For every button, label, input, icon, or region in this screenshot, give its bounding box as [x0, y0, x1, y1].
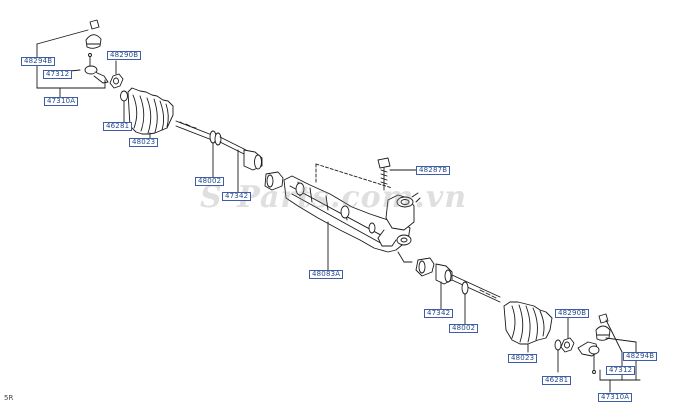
upper-mount-bushing — [264, 171, 284, 191]
callout-47310a-upper[interactable]: 47310A — [44, 97, 79, 106]
callout-48287b[interactable]: 48287B — [416, 166, 451, 175]
callout-48023-upper[interactable]: 48023 — [129, 138, 159, 147]
callout-48023-lower[interactable]: 48023 — [508, 354, 538, 363]
callout-48002-lower[interactable]: 48002 — [449, 324, 479, 333]
callout-48294b-lower[interactable]: 48294B — [623, 352, 658, 361]
callout-47342-lower[interactable]: 47342 — [424, 309, 454, 318]
lower-mount-bushing — [415, 257, 435, 277]
lower-tie-rod-end — [577, 341, 600, 374]
upper-tie-rod-end — [84, 53, 109, 84]
callout-48294b-upper[interactable]: 48294B — [21, 57, 56, 66]
callout-47342-upper[interactable]: 47342 — [222, 192, 252, 201]
callout-46281-lower[interactable]: 46281 — [542, 376, 572, 385]
callout-48290b-upper[interactable]: 48290B — [107, 51, 142, 60]
pinion-bolt — [377, 157, 417, 191]
lower-rack-boot — [503, 301, 553, 353]
callout-47312-lower[interactable]: 47312 — [606, 366, 636, 375]
lower-tie-rod-end-cap — [598, 313, 609, 324]
callout-47310a-lower[interactable]: 47310A — [598, 393, 633, 402]
corner-mark: 5R — [4, 394, 14, 402]
upper-tie-rod-end-cap — [89, 19, 100, 30]
lower-rack-end-joint — [435, 263, 453, 315]
upper-tie-rod-end-boot — [85, 34, 102, 49]
callout-48290b-lower[interactable]: 48290B — [555, 309, 590, 318]
upper-lock-nut — [109, 60, 124, 89]
upper-left-leader-lines — [36, 29, 106, 100]
lower-lock-nut — [560, 315, 575, 353]
callout-48002-upper[interactable]: 48002 — [195, 177, 225, 186]
lower-boot-clamp — [554, 339, 562, 373]
upper-rack-end-joint — [237, 149, 263, 195]
callout-46281-upper[interactable]: 46281 — [103, 122, 133, 131]
steering-rack-housing — [283, 163, 421, 271]
callout-47312-upper[interactable]: 47312 — [43, 70, 73, 79]
upper-rack-boot — [127, 87, 174, 145]
upper-inner-tie-rod — [175, 120, 247, 179]
callout-48083a[interactable]: 48083A — [309, 270, 344, 279]
lower-inner-tie-rod — [451, 274, 501, 325]
upper-boot-clamp — [120, 90, 128, 123]
